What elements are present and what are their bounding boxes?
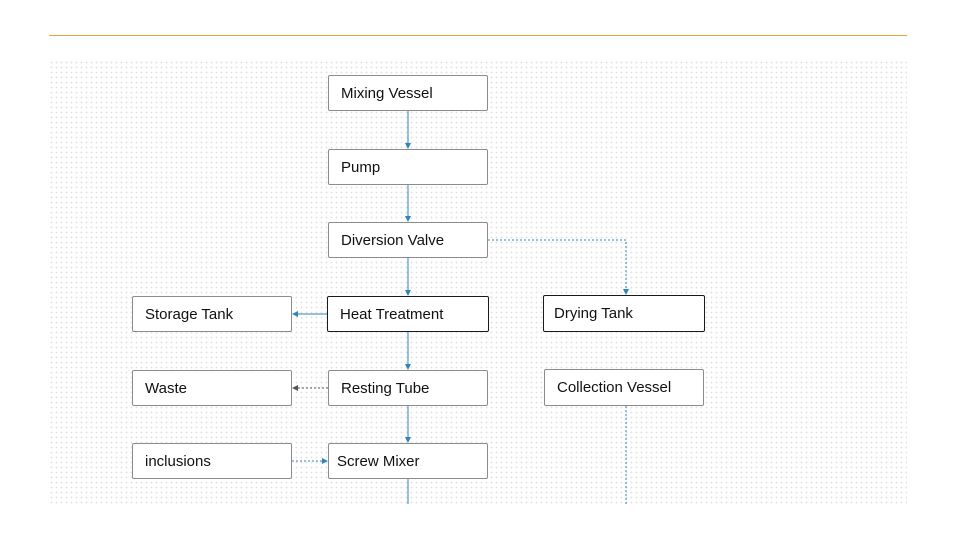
node-pump: Pump	[328, 149, 488, 185]
node-screw-mixer: Screw Mixer	[328, 443, 488, 479]
node-resting-tube: Resting Tube	[328, 370, 488, 406]
node-diversion-valve: Diversion Valve	[328, 222, 488, 258]
node-collection-vessel: Collection Vessel	[544, 369, 704, 406]
node-inclusions: inclusions	[132, 443, 292, 479]
node-drying-tank: Drying Tank	[543, 295, 705, 332]
node-storage-tank: Storage Tank	[132, 296, 292, 332]
node-mixing-vessel: Mixing Vessel	[328, 75, 488, 111]
dotted-background	[49, 60, 907, 504]
header-divider	[49, 35, 907, 36]
edge-diversion-valve-to-drying-tank	[488, 239, 629, 295]
node-heat-treatment: Heat Treatment	[327, 296, 489, 332]
node-waste: Waste	[132, 370, 292, 406]
